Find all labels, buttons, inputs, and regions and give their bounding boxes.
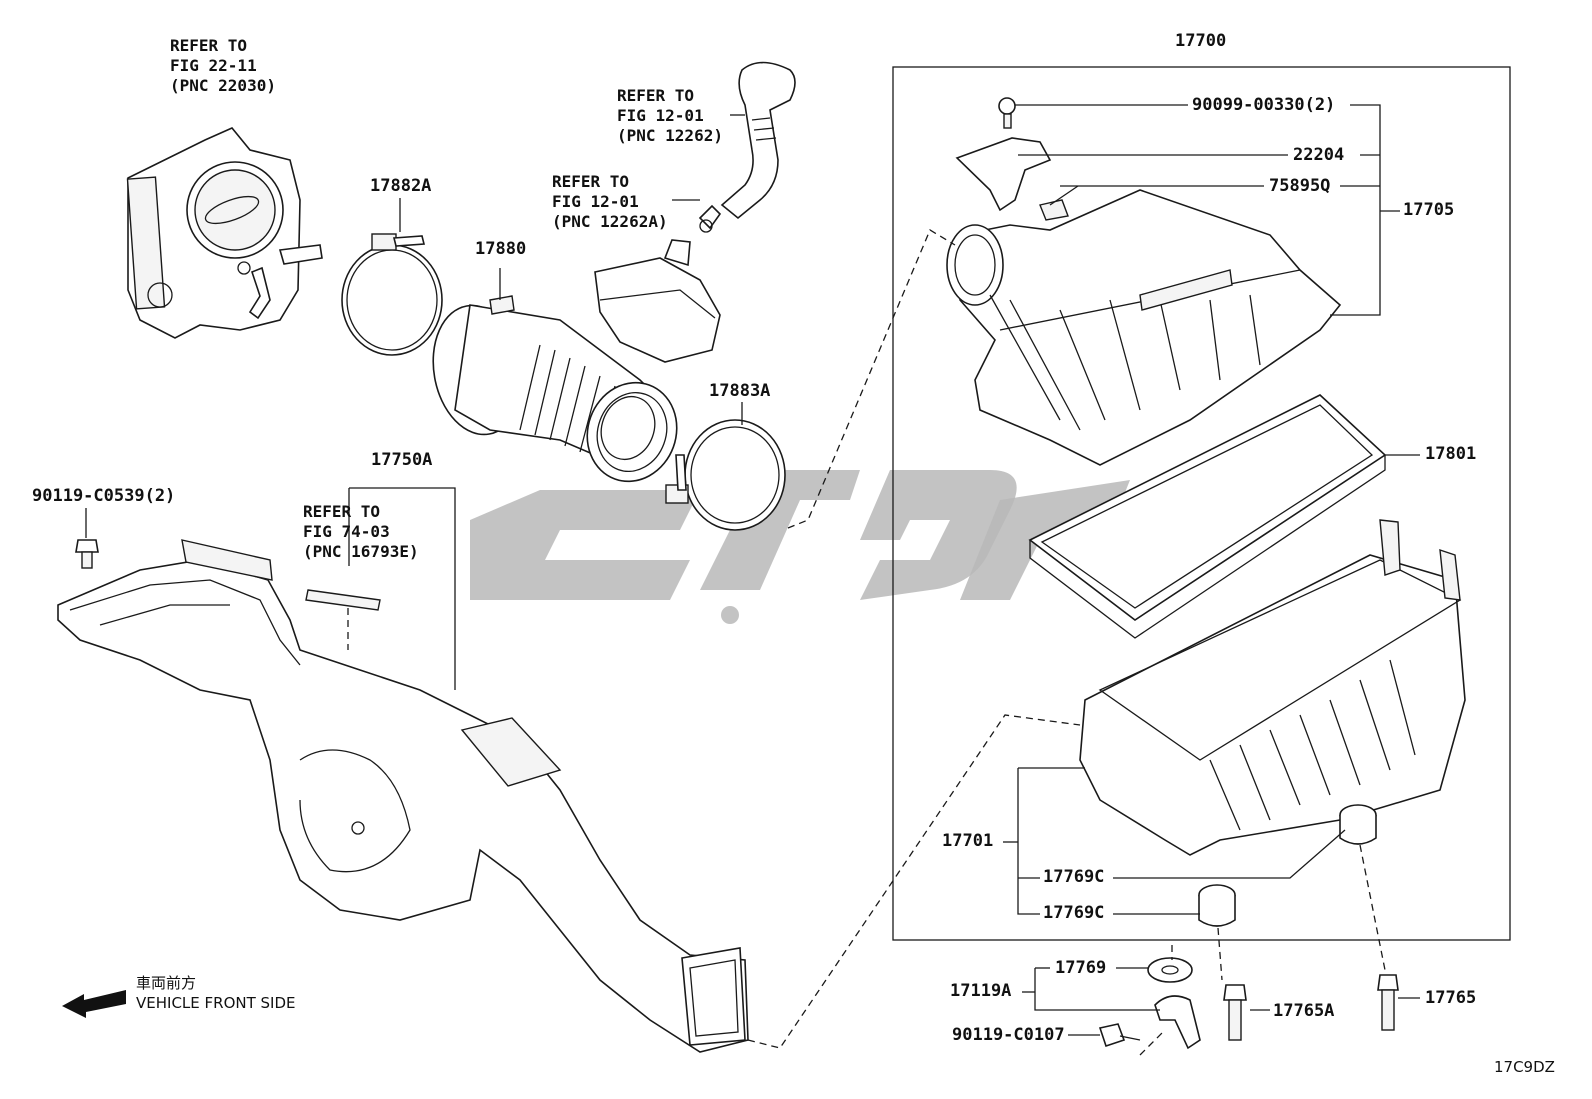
air-filter-element-17801 xyxy=(1028,394,1387,639)
dashed-alignment-lines xyxy=(347,229,1386,1056)
part-label-90119-C0107: 90119-C0107 xyxy=(952,1025,1065,1045)
reference-note-throttle: REFER TO FIG 22-11 (PNC 22030) xyxy=(170,36,276,96)
reference-line: FIG 12-01 xyxy=(552,192,639,211)
throttle-body-illustration xyxy=(126,127,323,339)
part-label-17750A: 17750A xyxy=(371,450,433,470)
reference-line: FIG 74-03 xyxy=(303,522,390,541)
air-cleaner-case-17701 xyxy=(1079,519,1466,856)
reference-line: (PNC 16793E) xyxy=(303,542,419,561)
leader-lines xyxy=(85,104,1420,1036)
part-label-17880: 17880 xyxy=(475,239,527,259)
reference-line: REFER TO xyxy=(552,172,630,191)
part-label-75895Q: 75895Q xyxy=(1269,176,1331,196)
part-label-90099-00330: 90099-00330(2) xyxy=(1192,95,1336,115)
part-label-22204: 22204 xyxy=(1293,145,1345,165)
part-label-17769C-lower: 17769C xyxy=(1043,903,1105,923)
reference-line: (PNC 12262A) xyxy=(552,212,668,231)
reference-note-clip: REFER TO FIG 12-01 (PNC 12262A) xyxy=(552,172,668,232)
reference-line: FIG 22-11 xyxy=(170,56,257,75)
breather-hose xyxy=(698,61,796,233)
reference-line: REFER TO xyxy=(617,86,695,105)
hose-clamp-17882A xyxy=(341,233,443,356)
part-label-17705: 17705 xyxy=(1403,200,1455,220)
reference-line: REFER TO xyxy=(303,502,381,521)
part-label-17769: 17769 xyxy=(1055,958,1107,978)
reference-line: FIG 12-01 xyxy=(617,106,704,125)
reference-line: REFER TO xyxy=(170,36,248,55)
assembly-box-label: 17700 xyxy=(1175,31,1227,51)
mass-air-flow-sensor-22204 xyxy=(955,97,1069,221)
sheet-code: 17C9DZ xyxy=(1494,1058,1555,1076)
part-label-17882A: 17882A xyxy=(370,176,432,196)
air-duct-17750A xyxy=(57,539,749,1053)
part-label-17883A: 17883A xyxy=(709,381,771,401)
grommets-and-bolts xyxy=(1098,804,1399,1050)
bolt-90119-C0539 xyxy=(75,539,99,569)
reference-note-label: REFER TO FIG 74-03 (PNC 16793E) xyxy=(303,502,419,562)
reference-note-breather: REFER TO FIG 12-01 (PNC 12262) xyxy=(617,86,723,146)
vehicle-front-note-english: VEHICLE FRONT SIDE xyxy=(136,994,296,1012)
part-label-90119-C0539: 90119-C0539(2) xyxy=(32,486,176,506)
assembly-box-17700 xyxy=(892,66,1511,941)
intake-hose-17880 xyxy=(432,239,721,483)
air-cleaner-cap-17705 xyxy=(946,189,1342,466)
reference-line: (PNC 12262) xyxy=(617,126,723,145)
part-label-17701: 17701 xyxy=(942,831,994,851)
reference-line: (PNC 22030) xyxy=(170,76,276,95)
watermark-logo xyxy=(470,470,1130,624)
part-label-17765A: 17765A xyxy=(1273,1001,1335,1021)
part-label-17765: 17765 xyxy=(1425,988,1477,1008)
vehicle-front-note-japanese: 車両前方 xyxy=(136,974,197,992)
part-label-17769C-upper: 17769C xyxy=(1043,867,1105,887)
vehicle-front-arrow-icon xyxy=(62,990,126,1018)
hose-clamp-17883A xyxy=(665,419,786,531)
part-label-17119A: 17119A xyxy=(950,981,1012,1001)
part-label-17801: 17801 xyxy=(1425,444,1477,464)
